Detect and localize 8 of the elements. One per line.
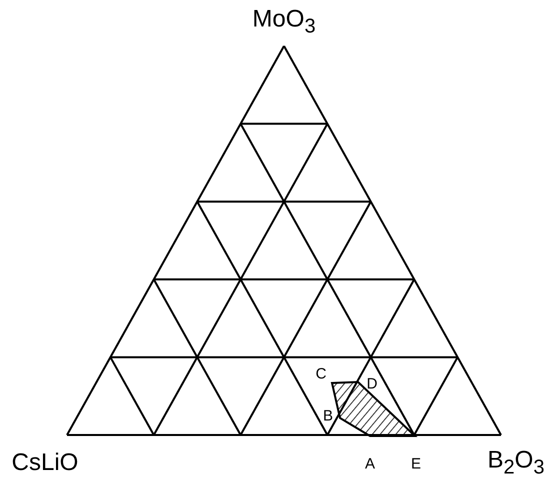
point-label: A (365, 456, 375, 472)
point-label: B (323, 408, 333, 424)
compound-label: CsLiO (12, 451, 78, 475)
point-label: E (411, 456, 421, 472)
point-label: D (366, 376, 378, 392)
compound-label: MoO$_{3}$ (252, 8, 316, 36)
point-label: C (316, 366, 326, 382)
compound-label: B$_{2}$O$_{3}$ (488, 448, 544, 478)
